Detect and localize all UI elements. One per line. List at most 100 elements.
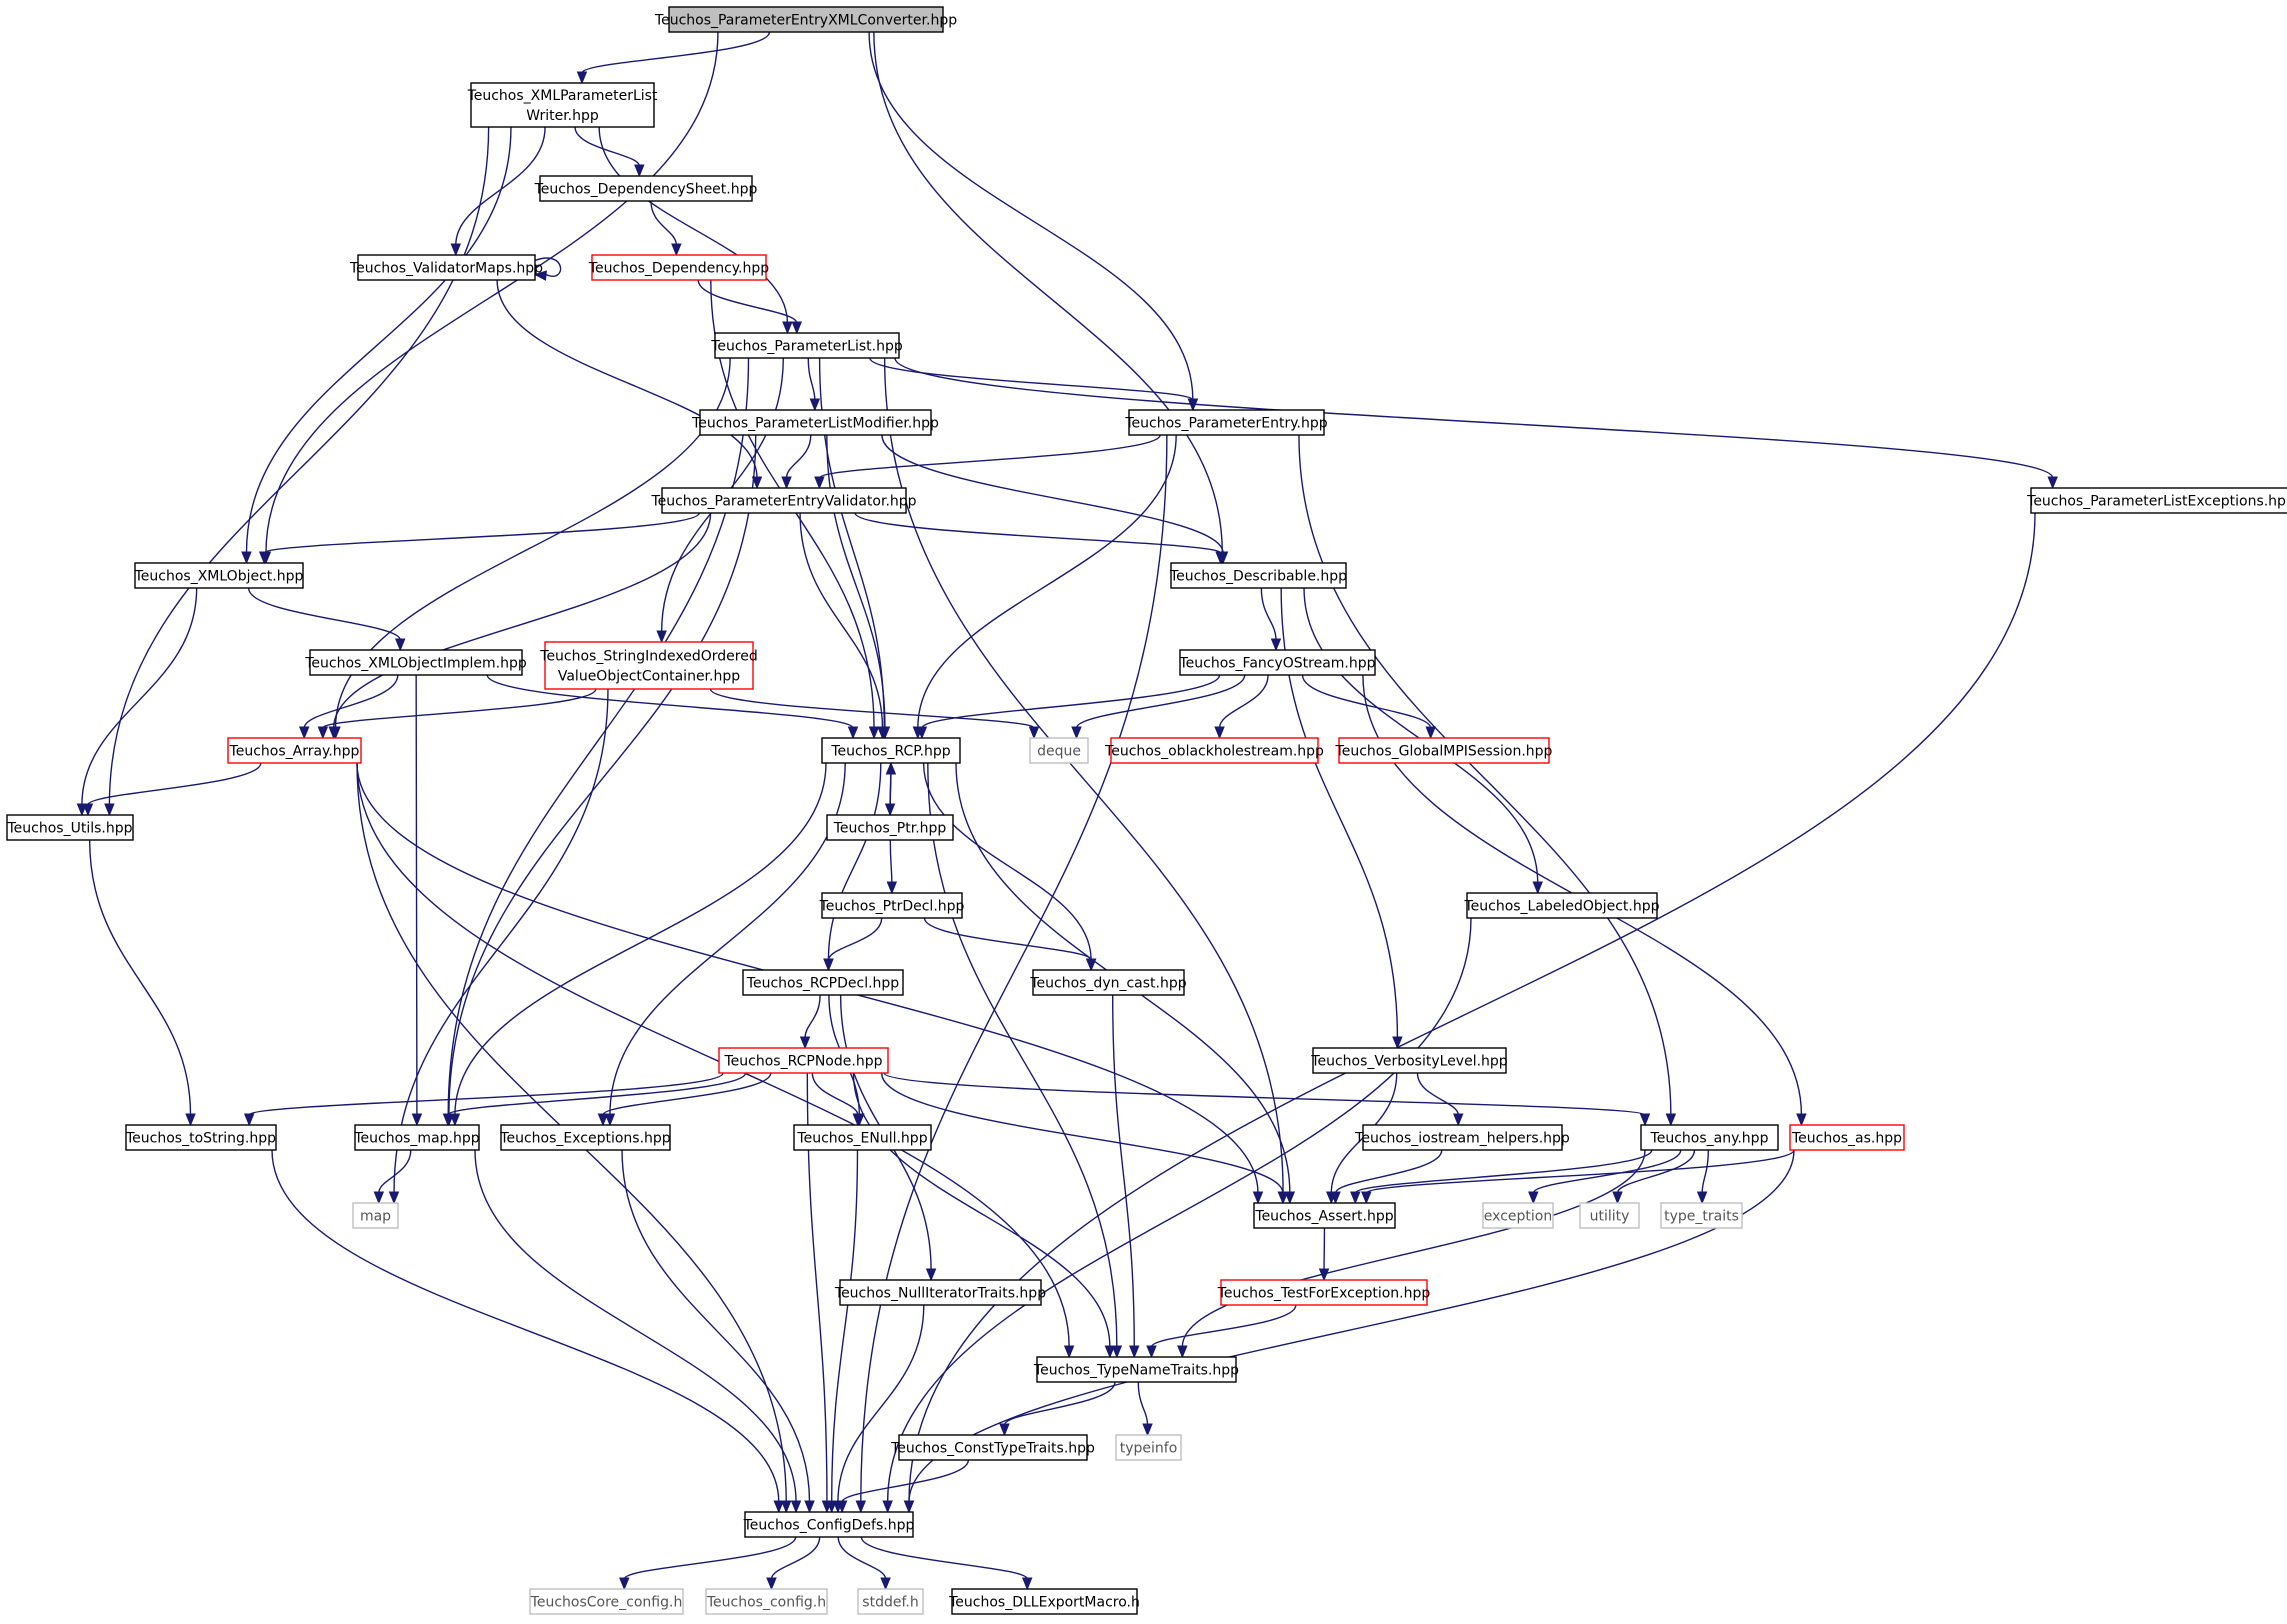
node-obh[interactable]: Teuchos_oblackholestream.hpp [1104, 737, 1324, 764]
node-nit[interactable]: Teuchos_NullIteratorTraits.hpp [834, 1279, 1046, 1306]
node-label: Teuchos_XMLParameterList [467, 88, 658, 104]
edge-cdefs-to-tcfg [766, 1536, 821, 1591]
edge-line [697, 279, 798, 324]
arrowhead-icon [243, 1113, 255, 1127]
edge-plist-to-tassert [883, 357, 1289, 1205]
node-describ[interactable]: Teuchos_Describable.hpp [1169, 562, 1347, 589]
edge-pentry-to-any [1298, 434, 1677, 1127]
edge-line [474, 1149, 797, 1503]
edge-line [1701, 1149, 1709, 1194]
node-plmod[interactable]: Teuchos_ParameterListModifier.hpp [691, 409, 939, 436]
edge-line [837, 1536, 887, 1580]
node-dep[interactable]: Teuchos_Dependency.hpp [588, 254, 769, 281]
node-rcpnode[interactable]: Teuchos_RCPNode.hpp [718, 1047, 889, 1074]
node-box [125, 1124, 277, 1151]
node-ptr[interactable]: Teuchos_Ptr.hpp [826, 814, 954, 841]
node-gmpi[interactable]: Teuchos_GlobalMPISession.hpp [1335, 737, 1553, 764]
edge-tassert-to-tfe [1318, 1227, 1330, 1282]
node-xmlimpl[interactable]: Teuchos_XMLObjectImplem.hpp [304, 649, 527, 676]
node-box [1579, 1202, 1640, 1229]
node-verb[interactable]: Teuchos_VerbosityLevel.hpp [1310, 1047, 1508, 1074]
edge-array-to-utils [82, 762, 262, 817]
edge-line [852, 1072, 1111, 1348]
node-label: Teuchos_NullIteratorTraits.hpp [834, 1286, 1046, 1302]
node-dyncast[interactable]: Teuchos_dyn_cast.hpp [1029, 969, 1187, 996]
node-label: Teuchos_ConstTypeTraits.hpp [890, 1441, 1095, 1457]
edge-tnt-to-typeinfo [1137, 1381, 1153, 1437]
edge-line [602, 1072, 772, 1116]
arrowhead-icon [886, 881, 898, 895]
edge-line [818, 434, 1161, 479]
node-cdefs[interactable]: Teuchos_ConfigDefs.hpp [743, 1511, 915, 1538]
node-valmaps[interactable]: Teuchos_ValidatorMaps.hpp [349, 254, 543, 281]
node-box [1253, 1202, 1396, 1229]
node-box [668, 6, 944, 33]
node-rcpdecl[interactable]: Teuchos_RCPDecl.hpp [742, 969, 904, 996]
node-label: Teuchos_PtrDecl.hpp [819, 899, 965, 915]
edge-rcpnode-to-tostr [243, 1072, 724, 1127]
node-label: map [360, 1209, 391, 1225]
edge-xmlimpl-to-array [298, 674, 399, 740]
node-tostr[interactable]: Teuchos_toString.hpp [125, 1124, 277, 1151]
node-fos[interactable]: Teuchos_FancyOStream.hpp [1178, 649, 1376, 676]
arrowhead-icon [877, 726, 888, 740]
node-tmap[interactable]: Teuchos_map.hpp [353, 1124, 480, 1151]
node-array[interactable]: Teuchos_Array.hpp [227, 737, 362, 764]
node-dll[interactable]: Teuchos_DLLExportMacro.h [948, 1588, 1140, 1615]
node-box [821, 737, 961, 764]
node-labeled[interactable]: Teuchos_LabeledObject.hpp [1463, 892, 1660, 919]
node-pexml[interactable]: Teuchos_ParameterEntryXMLConverter.hpp [654, 6, 957, 33]
node-plexc[interactable]: Teuchos_ParameterListExceptions.hpp [2026, 487, 2287, 514]
edge-line [917, 434, 1177, 729]
node-label: Teuchos_LabeledObject.hpp [1463, 899, 1659, 915]
node-label: Teuchos_XMLObject.hpp [134, 569, 304, 585]
arrowhead-icon [782, 321, 793, 335]
node-label: Teuchos_ParameterEntry.hpp [1124, 416, 1327, 432]
arrowhead-icon [634, 164, 645, 178]
edge-line [1303, 587, 1539, 884]
node-xmlobj[interactable]: Teuchos_XMLObject.hpp [134, 562, 304, 589]
node-tnt[interactable]: Teuchos_TypeNameTraits.hpp [1033, 1356, 1239, 1383]
node-any[interactable]: Teuchos_any.hpp [1640, 1124, 1779, 1151]
node-pev[interactable]: Teuchos_ParameterEntryValidator.hpp [650, 487, 917, 514]
node-ptrdecl[interactable]: Teuchos_PtrDecl.hpp [819, 892, 965, 919]
node-label: Teuchos_dyn_cast.hpp [1029, 976, 1186, 992]
node-depsheet[interactable]: Teuchos_DependencySheet.hpp [534, 175, 758, 202]
node-ctt[interactable]: Teuchos_ConstTypeTraits.hpp [890, 1434, 1095, 1461]
edge-dyncast-to-tnt [1112, 994, 1140, 1359]
node-as[interactable]: Teuchos_as.hpp [1789, 1124, 1905, 1151]
arrowhead-icon [1177, 1345, 1188, 1359]
node-tassert[interactable]: Teuchos_Assert.hpp [1253, 1202, 1396, 1229]
arrowhead-icon [868, 726, 880, 740]
node-label: exception [1484, 1209, 1552, 1225]
arrowhead-icon [576, 71, 588, 85]
edge-line [496, 279, 758, 479]
arrowhead-icon [1425, 726, 1436, 740]
node-label: Teuchos_ParameterListExceptions.hpp [2026, 494, 2287, 510]
edge-line [356, 762, 1070, 1348]
edge-line [534, 257, 562, 277]
arrowhead-icon [1071, 726, 1082, 740]
node-iosh[interactable]: Teuchos_iostream_helpers.hpp [1354, 1124, 1570, 1151]
edge-line [447, 357, 750, 1116]
edge-depsheet-to-dep [650, 200, 682, 257]
edge-line [1354, 1149, 1653, 1194]
node-rcp[interactable]: Teuchos_RCP.hpp [821, 737, 961, 764]
node-box [1170, 562, 1347, 589]
node-enull[interactable]: Teuchos_ENull.hpp [793, 1124, 932, 1151]
node-pentry[interactable]: Teuchos_ParameterEntry.hpp [1124, 409, 1328, 436]
node-exc[interactable]: Teuchos_Exceptions.hpp [499, 1124, 671, 1151]
node-plist[interactable]: Teuchos_ParameterList.hpp [710, 332, 903, 359]
node-sio[interactable]: Teuchos_StringIndexedOrderedValueObjectC… [539, 641, 758, 690]
node-label: type_traits [1664, 1209, 1739, 1225]
node-tfe[interactable]: Teuchos_TestForException.hpp [1217, 1279, 1431, 1306]
arrowhead-icon [1277, 1191, 1289, 1205]
arrowhead-icon [394, 638, 406, 652]
edge-line [454, 762, 827, 1116]
edge-line [908, 512, 2036, 1503]
node-box [661, 487, 907, 514]
node-utils[interactable]: Teuchos_Utils.hpp [6, 814, 134, 841]
node-typeinfo: typeinfo [1115, 1434, 1182, 1461]
